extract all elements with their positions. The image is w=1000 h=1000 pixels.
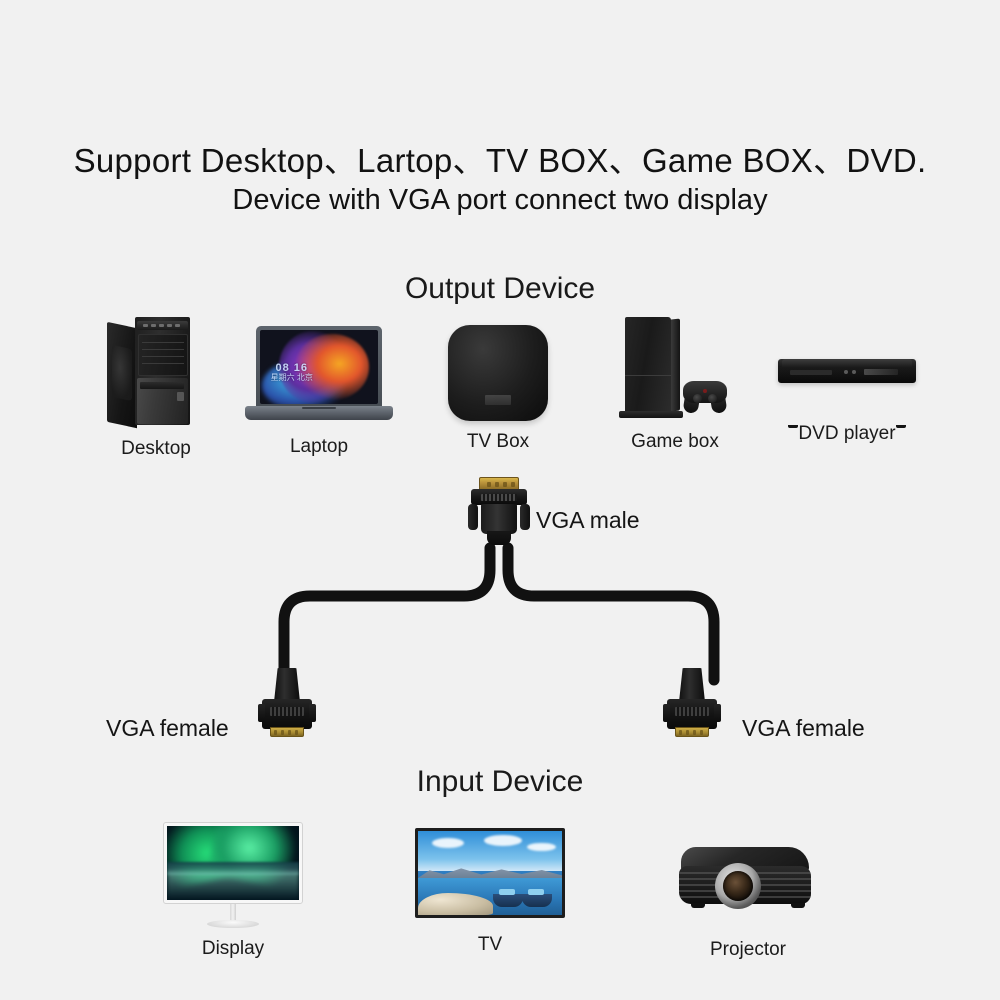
device-game-box: Game box (615, 317, 735, 453)
thumbscrew-right-icon (309, 704, 316, 722)
tv-box-icon (448, 325, 548, 425)
output-device-heading: Output Device (404, 272, 596, 305)
thumbscrew-left-icon (663, 704, 670, 722)
device-label: Game box (631, 431, 719, 452)
vga-female-connector-right (663, 668, 721, 754)
cable-branch-left (278, 542, 496, 686)
vga-female-gold-contacts (270, 727, 304, 737)
thumbscrew-left-icon (258, 704, 265, 722)
input-device-heading: Input Device (416, 765, 584, 798)
headline-line-1: Support Desktop、Lartop、TV BOX、Game BOX、D… (73, 142, 927, 179)
headline-block: Support Desktop、Lartop、TV BOX、Game BOX、D… (0, 141, 1000, 219)
game-console-icon (615, 317, 735, 425)
device-label: Laptop (289, 436, 349, 457)
desktop-tower-icon (101, 312, 211, 432)
device-label: Desktop (121, 438, 191, 459)
device-label: TV Box (466, 431, 530, 452)
projector-lens-icon (715, 863, 761, 909)
vga-male-label: VGA male (536, 507, 640, 533)
vga-female-left-label: VGA female (106, 715, 229, 741)
vga-female-right-label: VGA female (742, 715, 865, 741)
thumbscrew-right-icon (714, 704, 721, 722)
television-icon (415, 828, 565, 928)
device-display: Display (163, 822, 303, 960)
projector-icon (673, 833, 823, 933)
thumbscrew-right-icon (520, 504, 530, 530)
device-label: DVD player (798, 423, 896, 444)
device-label: Display (201, 938, 265, 959)
device-projector: Projector (673, 833, 823, 961)
device-dvd-player: DVD player (778, 317, 916, 445)
vga-female-gold-contacts (675, 727, 709, 737)
device-tv-box: TV Box (448, 325, 548, 453)
device-desktop: Desktop (101, 312, 211, 460)
device-label: Projector (709, 939, 787, 960)
monitor-icon (163, 822, 303, 932)
vga-male-connector (465, 477, 533, 555)
headline-line-2: Device with VGA port connect two display (232, 184, 768, 216)
dvd-player-icon (778, 317, 916, 428)
vga-female-connector-left (258, 668, 316, 754)
cable-branch-right (502, 542, 720, 686)
thumbscrew-left-icon (468, 504, 478, 530)
gamepad-icon (677, 375, 733, 415)
device-label: TV (477, 934, 503, 955)
device-tv: TV (415, 828, 565, 956)
